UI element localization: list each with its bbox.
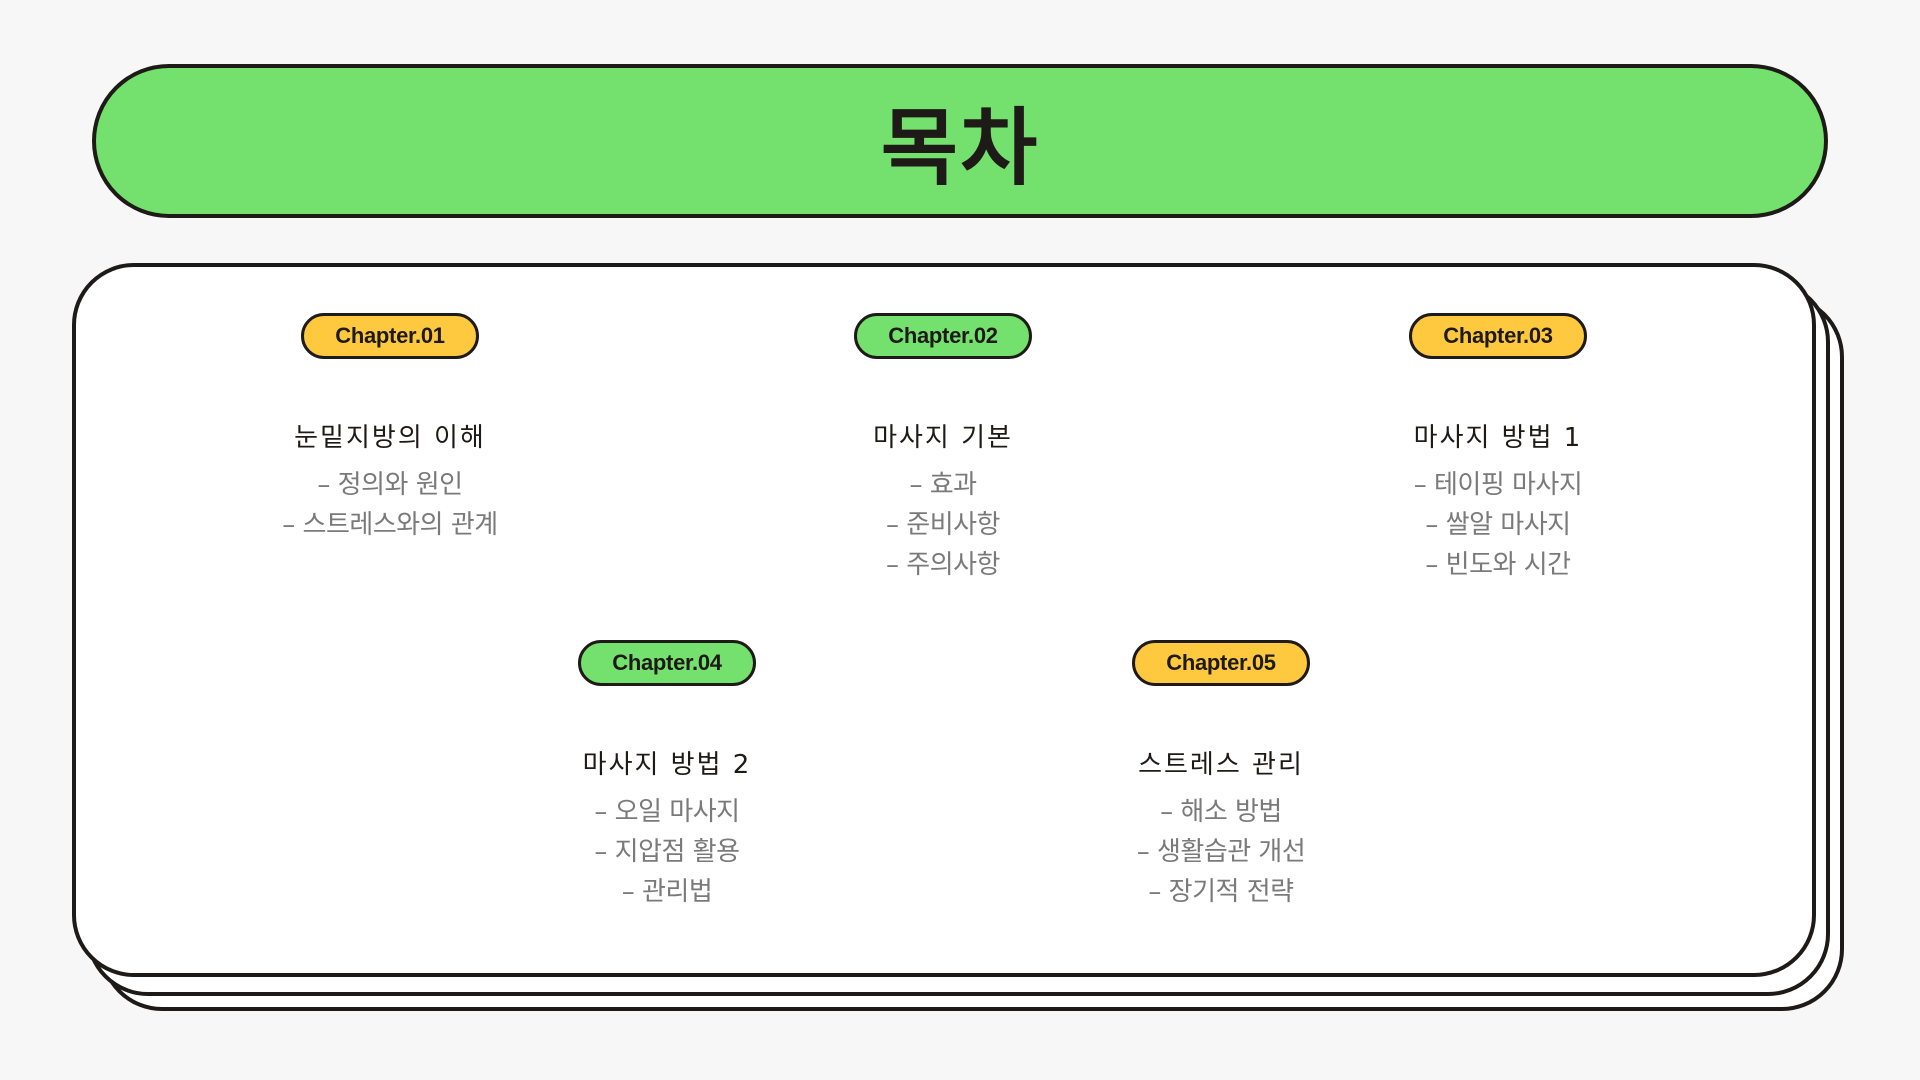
chapter-02-badge: Chapter.02: [854, 313, 1032, 359]
page-title: 목차: [880, 98, 1040, 197]
list-item: – 효과: [909, 470, 977, 500]
list-item: – 쌀알 마사지: [1425, 510, 1571, 540]
chapter-02-items: – 효과 – 준비사항 – 주의사항: [733, 465, 1153, 585]
title-bar: 목차: [92, 64, 1828, 218]
list-item: – 테이핑 마사지: [1413, 470, 1583, 500]
list-item: – 지압점 활용: [594, 837, 740, 867]
chapter-04-items: – 오일 마사지 – 지압점 활용 – 관리법: [457, 792, 877, 912]
chapter-05: Chapter.05 스트레스 관리 – 해소 방법 – 생활습관 개선 – 장…: [1011, 640, 1431, 912]
chapter-01-items: – 정의와 원인 – 스트레스와의 관계: [180, 465, 600, 545]
chapter-04-title: 마사지 방법 2: [582, 750, 752, 780]
list-item: – 준비사항: [886, 510, 1000, 540]
list-item: – 빈도와 시간: [1425, 550, 1571, 580]
list-item: – 생활습관 개선: [1136, 837, 1306, 867]
list-item: – 해소 방법: [1160, 797, 1282, 827]
list-item: – 정의와 원인: [317, 470, 463, 500]
chapter-05-items: – 해소 방법 – 생활습관 개선 – 장기적 전략: [1011, 792, 1431, 912]
list-item: – 주의사항: [886, 550, 1000, 580]
list-item: – 스트레스와의 관계: [282, 510, 498, 540]
chapter-03: Chapter.03 마사지 방법 1 – 테이핑 마사지 – 쌀알 마사지 –…: [1288, 313, 1708, 585]
contents-card: [72, 263, 1816, 977]
chapter-01-badge: Chapter.01: [301, 313, 479, 359]
chapter-02: Chapter.02 마사지 기본 – 효과 – 준비사항 – 주의사항: [733, 313, 1153, 585]
chapter-04: Chapter.04 마사지 방법 2 – 오일 마사지 – 지압점 활용 – …: [457, 640, 877, 912]
chapter-03-title: 마사지 방법 1: [1413, 423, 1583, 453]
chapter-03-badge: Chapter.03: [1409, 313, 1587, 359]
chapter-05-title: 스트레스 관리: [1138, 750, 1304, 780]
chapter-02-title: 마사지 기본: [873, 423, 1013, 453]
list-item: – 장기적 전략: [1148, 877, 1294, 907]
list-item: – 오일 마사지: [594, 797, 740, 827]
chapter-01: Chapter.01 눈밑지방의 이해 – 정의와 원인 – 스트레스와의 관계: [180, 313, 600, 545]
chapter-04-badge: Chapter.04: [578, 640, 756, 686]
chapter-01-title: 눈밑지방의 이해: [294, 423, 486, 453]
chapter-03-items: – 테이핑 마사지 – 쌀알 마사지 – 빈도와 시간: [1288, 465, 1708, 585]
chapter-05-badge: Chapter.05: [1132, 640, 1310, 686]
list-item: – 관리법: [621, 877, 713, 907]
